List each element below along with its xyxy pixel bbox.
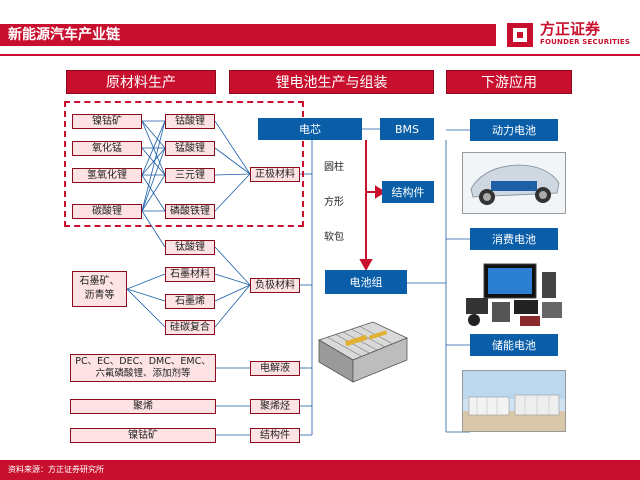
energy-storage-picture xyxy=(463,371,565,431)
founder-logo: 方正证券 FOUNDER SECURITIES xyxy=(506,20,636,50)
ore-manganese-oxide: 氧化锰 xyxy=(72,141,142,156)
section-raw-materials: 原材料生产 xyxy=(66,70,216,94)
founder-logo-icon xyxy=(507,23,533,47)
shape-prismatic: 方形 xyxy=(318,193,350,208)
title-bar xyxy=(0,24,496,46)
energy-storage-photo xyxy=(462,370,566,432)
header-divider xyxy=(0,54,640,56)
salt-lto: 钛酸锂 xyxy=(165,240,215,255)
battery-structural-parts: 结构件 xyxy=(382,181,434,203)
graphite-source: 石墨矿、沥青等 xyxy=(72,271,127,307)
ore-lithium-hydroxide: 氢氧化锂 xyxy=(72,168,142,183)
cathode-material: 正极材料 xyxy=(250,167,300,182)
graphite-material: 石墨材料 xyxy=(165,267,215,282)
source-note: 资料来源：方正证券研究所 xyxy=(8,465,104,474)
ore-lithium-carbonate: 碳酸锂 xyxy=(72,204,142,219)
footer-bar xyxy=(0,460,640,480)
bms: BMS xyxy=(380,118,434,140)
salt-lco: 钴酸锂 xyxy=(165,114,215,129)
ore-nickel-cobalt: 镍钴矿 xyxy=(72,114,142,129)
logo-en-text: FOUNDER SECURITIES xyxy=(540,38,631,46)
graphene: 石墨烯 xyxy=(165,294,215,309)
page-title: 新能源汽车产业链 xyxy=(8,27,120,43)
power-battery: 动力电池 xyxy=(470,119,558,141)
consumer-devices-picture xyxy=(466,263,562,326)
battery-cell: 电芯 xyxy=(258,118,362,140)
structural-parts: 结构件 xyxy=(250,428,300,443)
salt-lmo: 锰酸锂 xyxy=(165,141,215,156)
consumer-battery: 消费电池 xyxy=(470,228,558,250)
battery-pack: 电池组 xyxy=(325,270,407,294)
structure-source: 镍钴矿 xyxy=(70,428,216,443)
electrolyte: 电解液 xyxy=(250,361,300,376)
storage-battery: 储能电池 xyxy=(470,334,558,356)
section-battery-production: 锂电池生产与组装 xyxy=(229,70,434,94)
anode-material: 负极材料 xyxy=(250,278,300,293)
battery-module-picture xyxy=(318,321,408,383)
section-downstream: 下游应用 xyxy=(446,70,572,94)
ev-chassis-picture xyxy=(470,164,560,205)
separator-source: 聚烯 xyxy=(70,399,216,414)
electrolyte-source: PC、EC、DEC、DMC、EMC、六氟磷酸锂、添加剂等 xyxy=(70,354,216,382)
silicon-carbon-composite: 硅碳复合 xyxy=(165,320,215,335)
consumer-devices-photo xyxy=(462,258,566,332)
salt-ternary: 三元锂 xyxy=(165,168,215,183)
shape-pouch: 软包 xyxy=(318,228,350,243)
separator: 聚烯烃 xyxy=(250,399,300,414)
header: 新能源汽车产业链 方正证券 FOUNDER SECURITIES xyxy=(0,0,640,54)
cathode-raw-region xyxy=(64,101,304,227)
shape-cylindrical: 圆柱 xyxy=(318,158,350,173)
ev-chassis-photo xyxy=(462,152,566,214)
logo-cn-text: 方正证券 xyxy=(540,20,601,38)
salt-lfp: 磷酸铁锂 xyxy=(165,204,215,219)
